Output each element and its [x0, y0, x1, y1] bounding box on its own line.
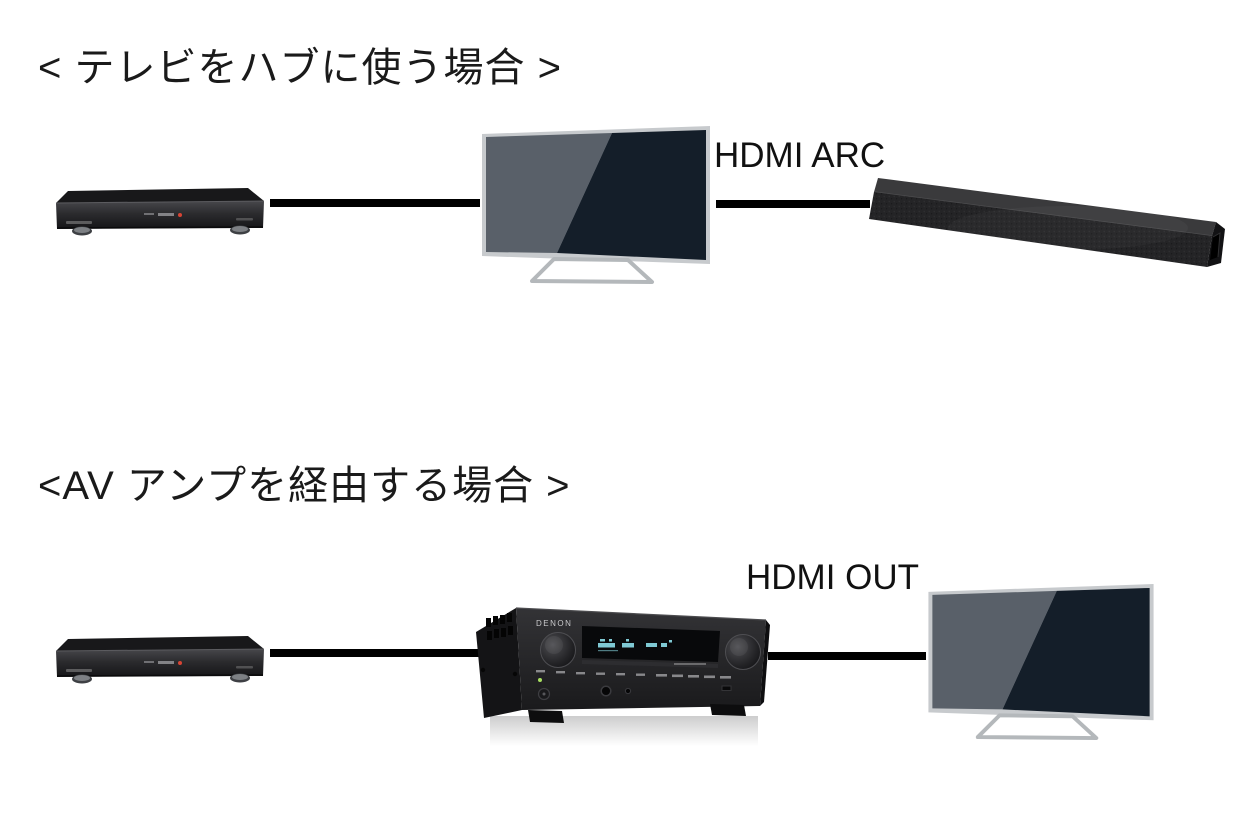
hdmi-cable-recorder-to-tv	[270, 199, 480, 207]
tv-image	[480, 126, 712, 286]
receiver-button-row	[536, 670, 731, 679]
soundbar-end-cap	[1207, 222, 1225, 267]
soundbar-port	[1210, 233, 1220, 260]
receiver-knob-left	[540, 632, 576, 668]
blu-ray-recorder-image	[52, 185, 270, 237]
receiver-knob-right	[725, 634, 761, 670]
soundbar-front	[869, 192, 1212, 267]
hdmi-arc-cable-tv-to-soundbar	[716, 200, 870, 208]
blu-ray-recorder-image	[52, 633, 270, 685]
receiver-side-panel	[476, 608, 522, 718]
receiver-usb-port	[721, 685, 732, 691]
hdmi-cable-recorder-to-receiver	[270, 649, 480, 657]
soundbar-top	[874, 178, 1216, 236]
hdmi-arc-label: HDMI ARC	[714, 136, 886, 175]
receiver-feet	[528, 704, 746, 723]
diagram-heading-av-amp: <AV アンプを経由する場合 >	[38, 464, 571, 508]
receiver-headphone-jack	[600, 685, 632, 697]
av-receiver-image: DENON	[476, 607, 770, 746]
receiver-power-button	[537, 687, 551, 701]
receiver-brand-label: DENON	[536, 619, 572, 628]
receiver-power-led	[538, 678, 542, 682]
hdmi-out-cable-receiver-to-tv	[768, 652, 926, 660]
receiver-display	[582, 626, 720, 668]
tv-image	[926, 584, 1156, 742]
soundbar-image	[869, 178, 1225, 267]
diagram-heading-tv-hub: < テレビをハブに使う場合 >	[38, 46, 562, 90]
hdmi-out-label: HDMI OUT	[746, 558, 920, 597]
